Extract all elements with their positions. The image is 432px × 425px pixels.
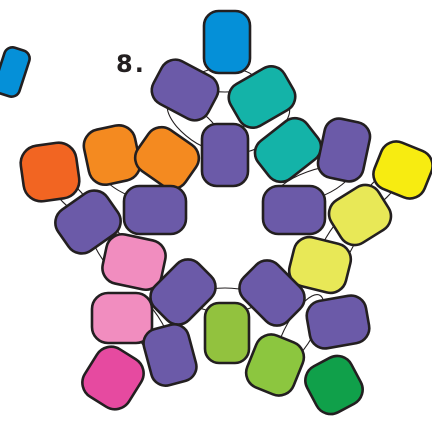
bead-orange-left <box>81 122 144 188</box>
bead-purple-right-inner <box>263 186 325 234</box>
bead-purple-bottom-right-outer <box>304 293 371 351</box>
bead-red-orange <box>18 140 81 203</box>
bead-purple-bottom-inner <box>140 321 199 389</box>
bead-light-green <box>241 330 308 401</box>
bead-partial-blue <box>0 45 32 99</box>
bead-green <box>300 350 369 419</box>
bead-magenta <box>76 340 150 415</box>
bead-purple-left-inner <box>124 186 186 234</box>
bead-top-blue <box>204 11 250 73</box>
bead-lime <box>205 303 249 363</box>
bead-purple-center-top <box>202 124 248 186</box>
bead-purple-right-upper <box>315 116 372 184</box>
bead-orange-center <box>129 121 205 195</box>
step-number-label: 8. <box>116 50 146 78</box>
bead-pink-lower <box>92 293 152 343</box>
